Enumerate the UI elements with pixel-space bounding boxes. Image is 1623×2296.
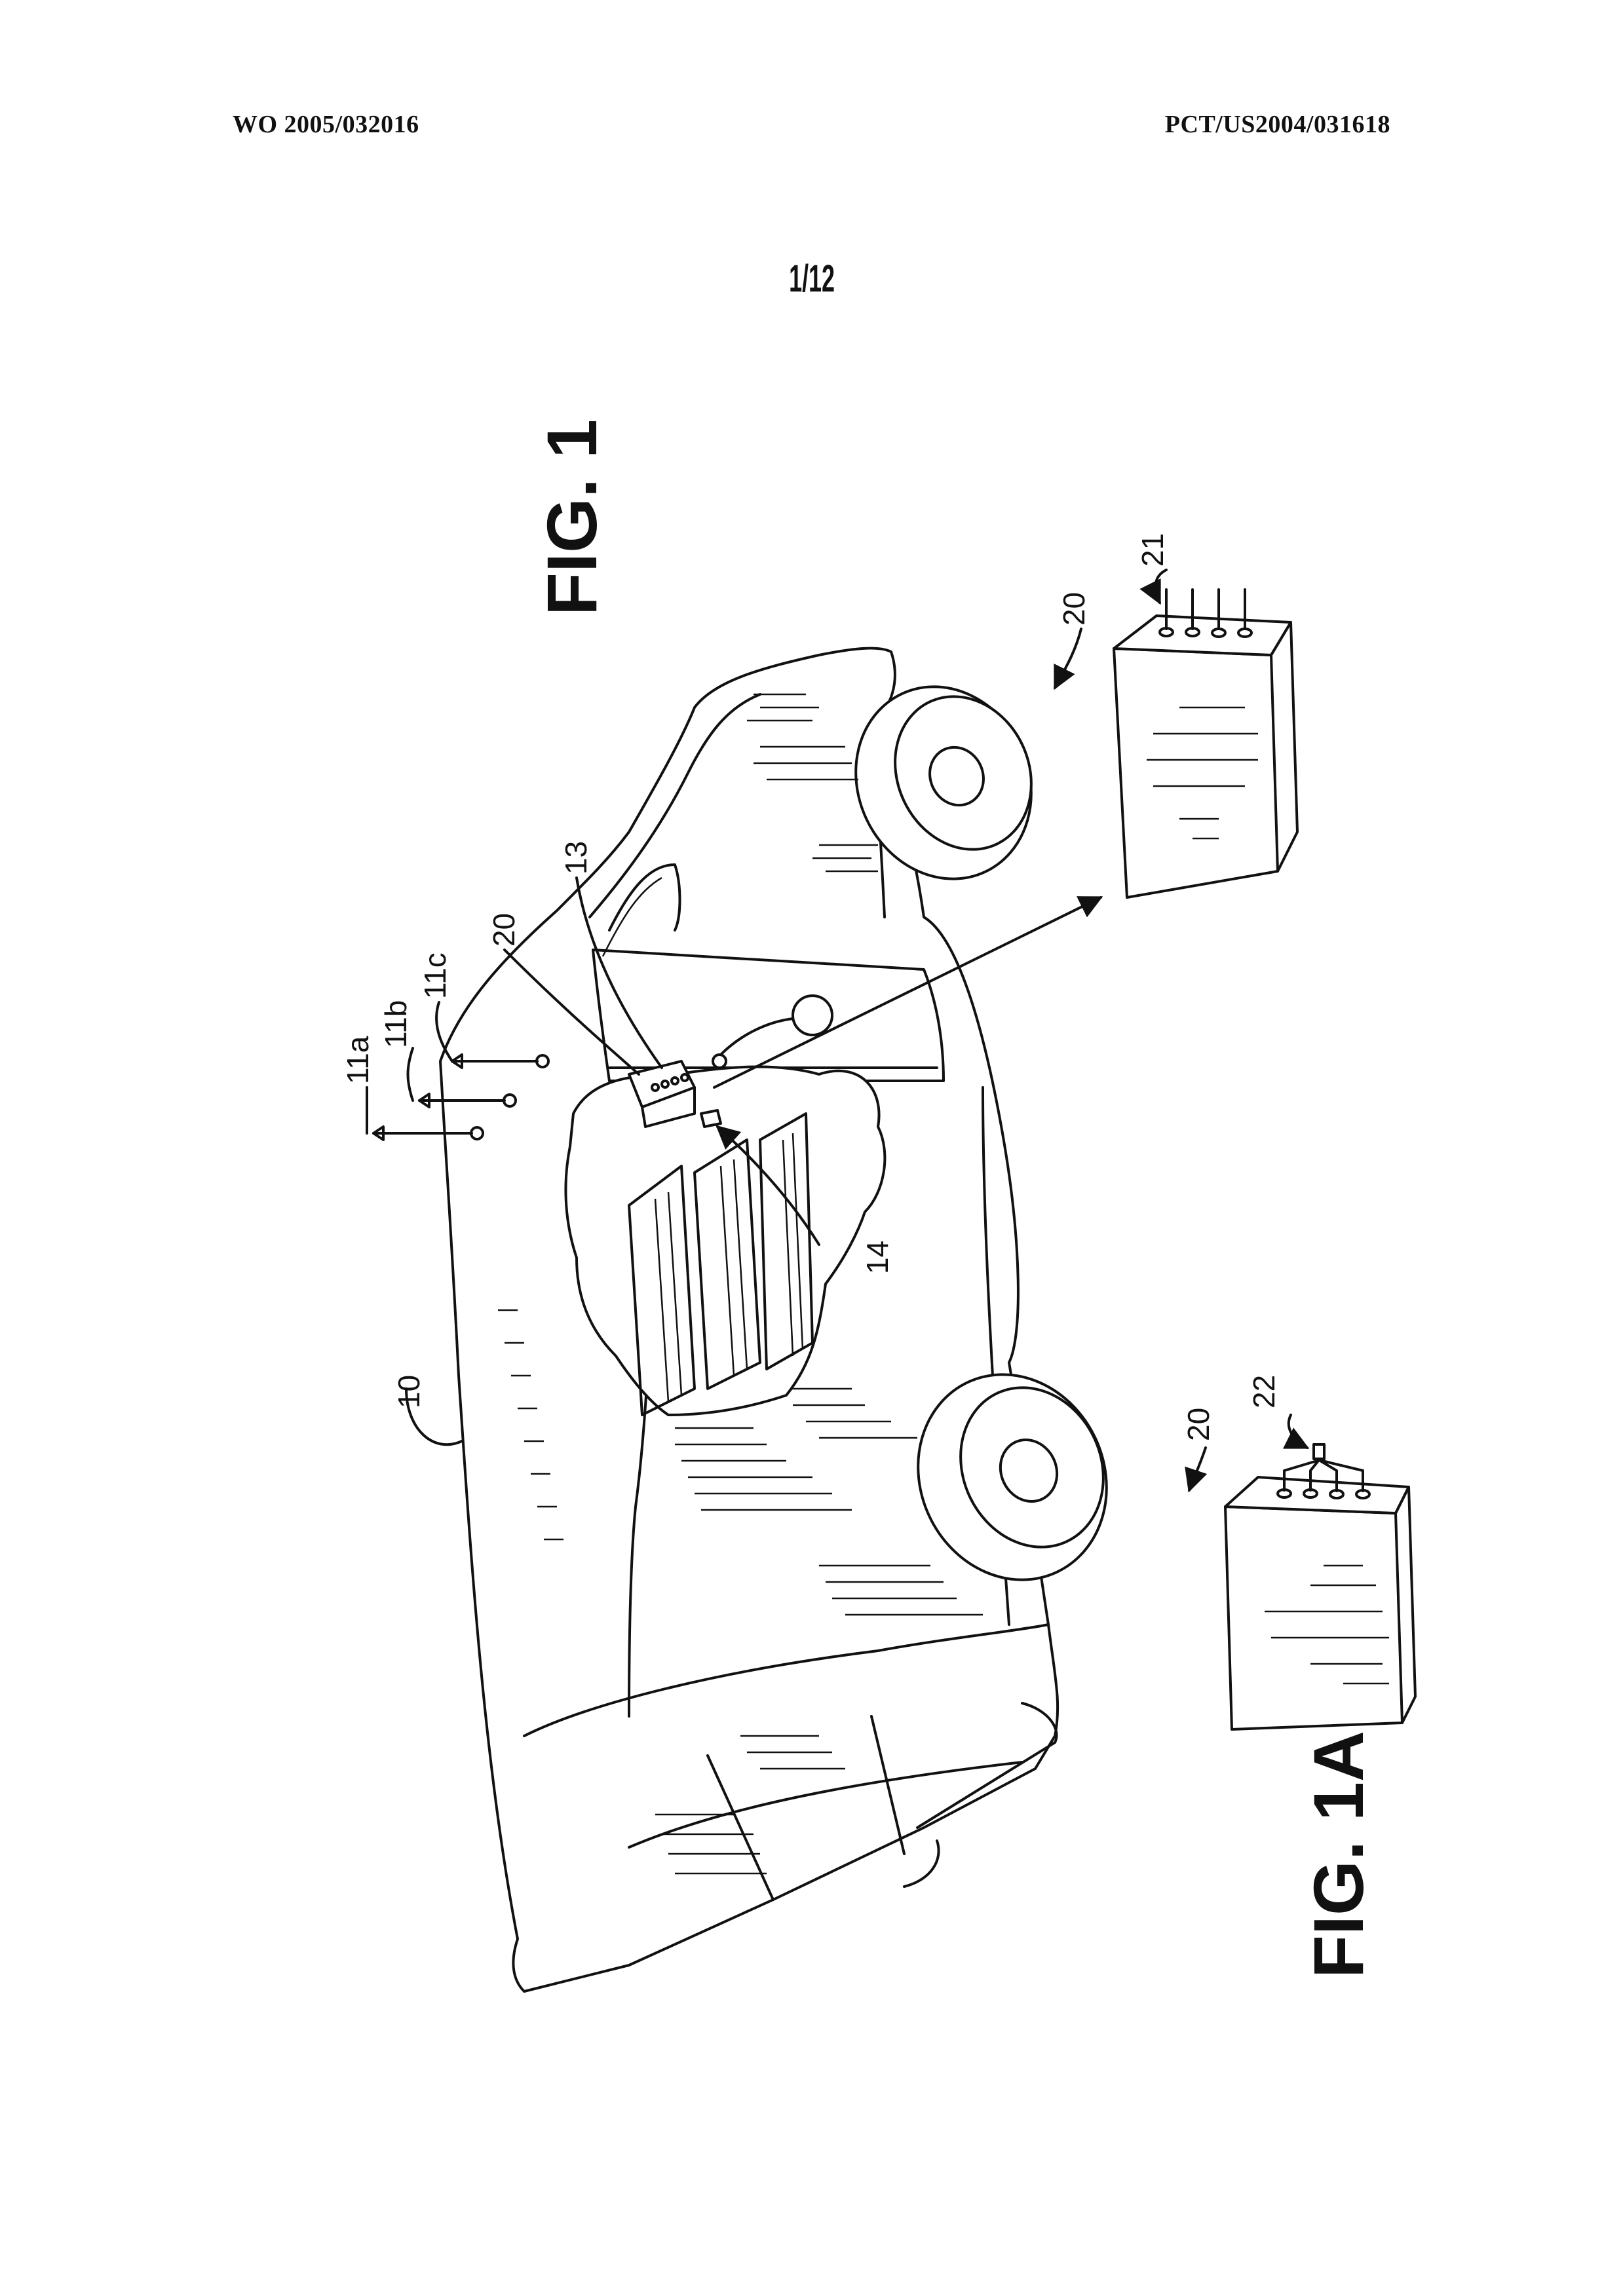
label-21: 21 [1136,533,1170,567]
label-22: 22 [1247,1375,1281,1408]
label-10: 10 [392,1375,426,1408]
label-20-module: 20 [1057,592,1091,626]
label-20-fig1a: 20 [1181,1408,1215,1441]
cutaway-battery-bank [565,1061,885,1415]
rear-wheel [885,1344,1139,1611]
label-20-fig1: 20 [487,913,521,947]
module-box-fig1a [1225,1444,1415,1729]
front-wheel [825,658,1062,908]
label-14: 14 [860,1241,894,1274]
label-13: 13 [559,841,593,875]
label-11a: 11a [341,1036,375,1084]
label-11c: 11c [418,952,452,999]
label-11b: 11b [379,1000,413,1048]
fig1a-title: FIG. 1A [1299,1731,1378,1978]
fig1-title: FIG. 1 [532,419,611,616]
vehicle-illustration [373,649,1140,1991]
module-box-fig1 [1114,590,1297,897]
antenna-array [373,1055,548,1140]
